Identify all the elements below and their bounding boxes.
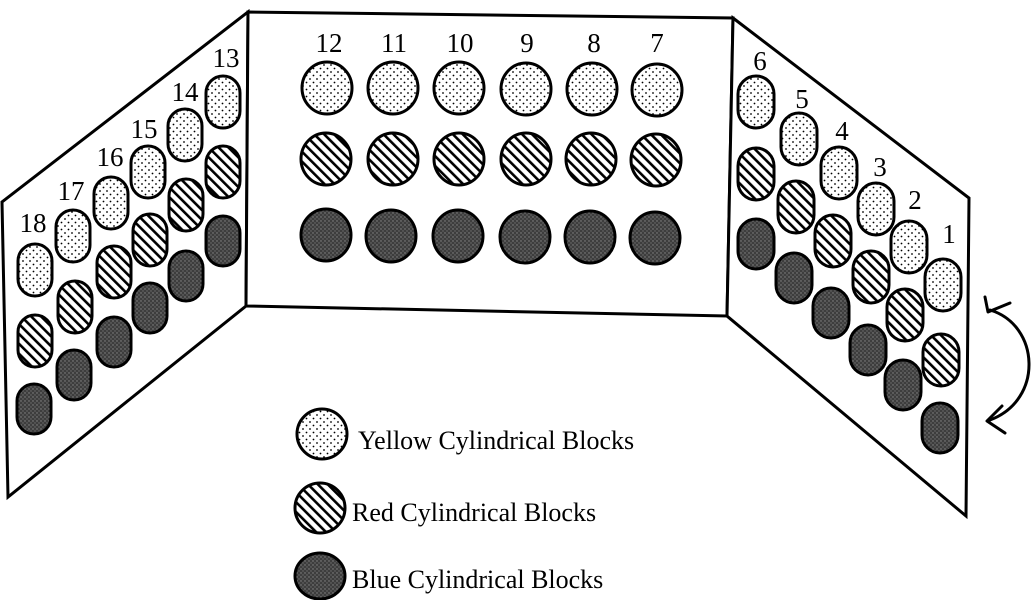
position-number-2: 2	[908, 185, 922, 215]
blue-block	[301, 209, 351, 261]
blue-block	[57, 350, 91, 400]
position-number-11: 11	[381, 28, 407, 58]
yellow-block	[94, 177, 128, 229]
blue-block	[500, 211, 550, 263]
blue-block	[922, 403, 958, 453]
position-number-15: 15	[131, 114, 158, 144]
blue-block	[169, 251, 203, 301]
red-legend-label: Red Cylindrical Blocks	[352, 498, 596, 527]
blue-block	[133, 283, 167, 333]
red-block	[887, 289, 923, 341]
yellow-block	[891, 221, 927, 273]
blue-block	[850, 325, 886, 375]
yellow-block	[632, 64, 682, 116]
blue-legend-label: Blue Cylindrical Blocks	[352, 565, 603, 594]
position-number-7: 7	[650, 28, 664, 58]
red-block	[501, 133, 551, 185]
red-block	[923, 334, 959, 386]
red-block	[368, 133, 418, 185]
blue-block	[630, 212, 680, 264]
red-block	[18, 315, 52, 367]
blue-legend-swatch	[295, 553, 345, 599]
position-number-16: 16	[97, 142, 124, 172]
position-number-5: 5	[795, 84, 809, 114]
blue-block	[738, 219, 774, 269]
yellow-block	[302, 62, 352, 114]
blue-block	[885, 360, 921, 410]
position-number-17: 17	[58, 176, 85, 206]
blue-block	[776, 253, 812, 303]
red-block	[301, 133, 351, 185]
yellow-block	[738, 76, 774, 128]
position-number-3: 3	[873, 152, 887, 182]
blue-block	[565, 211, 615, 263]
position-number-4: 4	[835, 116, 849, 146]
red-block	[853, 251, 889, 303]
position-number-10: 10	[447, 28, 474, 58]
blue-block	[97, 317, 131, 367]
red-block	[133, 214, 167, 266]
position-number-6: 6	[753, 46, 767, 76]
red-block	[434, 133, 484, 185]
yellow-block	[368, 62, 418, 114]
position-number-18: 18	[20, 208, 47, 238]
yellow-block	[781, 113, 817, 165]
red-block	[566, 133, 616, 185]
red-block	[631, 134, 681, 186]
yellow-block	[858, 183, 894, 235]
blue-block	[17, 384, 51, 434]
yellow-legend-swatch	[297, 409, 347, 459]
blue-block	[813, 288, 849, 338]
position-number-13: 13	[213, 43, 240, 73]
red-block	[738, 148, 774, 200]
yellow-block	[567, 63, 617, 115]
red-block	[97, 246, 131, 298]
yellow-legend-label: Yellow Cylindrical Blocks	[358, 426, 634, 455]
position-number-14: 14	[172, 77, 200, 107]
blue-block	[366, 210, 416, 262]
red-block	[206, 146, 240, 198]
red-legend-swatch	[295, 483, 345, 533]
red-block	[778, 181, 814, 233]
position-number-12: 12	[316, 28, 343, 58]
yellow-block	[206, 76, 240, 128]
yellow-block	[434, 62, 484, 114]
yellow-block	[925, 259, 961, 311]
legend: Yellow Cylindrical Blocks Red Cylindrica…	[295, 409, 634, 599]
yellow-block	[168, 109, 202, 161]
position-number-9: 9	[520, 28, 534, 58]
yellow-block	[56, 210, 90, 262]
blue-block	[433, 210, 483, 262]
position-number-1: 1	[942, 219, 956, 249]
yellow-block	[821, 147, 857, 199]
red-block	[815, 215, 851, 267]
position-number-8: 8	[587, 28, 601, 58]
yellow-block	[501, 63, 551, 115]
red-block	[169, 179, 203, 231]
yellow-block	[18, 244, 52, 296]
rotation-arrow-icon	[985, 297, 1029, 433]
blue-block	[206, 216, 240, 266]
yellow-block	[131, 146, 165, 198]
red-block	[58, 281, 92, 333]
